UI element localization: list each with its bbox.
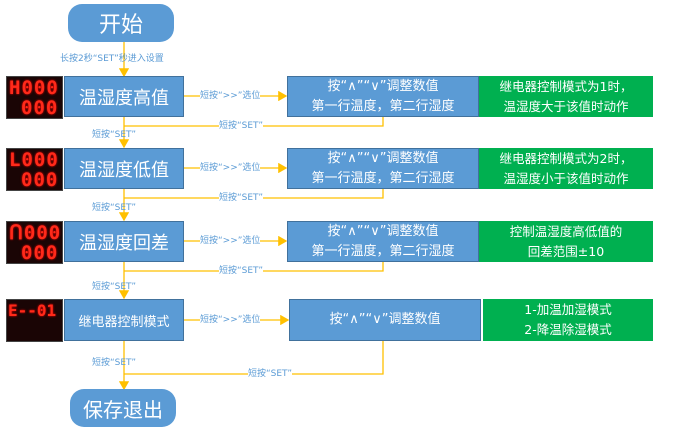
led-display-hysteresis: ᑎ000 000	[6, 221, 63, 264]
label-short-arrow-2: 短按“>>”选位	[200, 163, 261, 174]
finish-terminal: 保存退出	[70, 389, 176, 427]
note-box-relay-mode: 1-加温加湿模式 2-降温除湿模式	[483, 299, 653, 341]
label-short-set-return-4: 短按“SET”	[248, 369, 293, 380]
note-box-hysteresis: 控制温湿度高低值的 回差范围±10	[479, 221, 653, 262]
led-line-1: ᑎ000	[9, 222, 62, 244]
adjust-box-relay-mode: 按“∧”“∨”调整数值	[289, 299, 481, 341]
adjust-line-1: 按“∧”“∨”调整数值	[329, 312, 441, 327]
step-title: 温湿度低值	[79, 159, 169, 181]
note-line-1: 1-加温加湿模式	[524, 302, 612, 317]
led-line-1: L000	[9, 149, 59, 171]
adjust-line-2: 第一行温度，第二行湿度	[311, 170, 455, 186]
start-label: 开始	[98, 13, 143, 38]
led-line-1: E--01	[8, 301, 57, 320]
step-title: 继电器控制模式	[78, 314, 170, 330]
label-short-set-1: 短按“SET”	[92, 130, 137, 140]
adjust-box-low: 按“∧”“∨”调整数值 第一行温度，第二行湿度	[287, 148, 479, 189]
step-title: 温湿度高值	[79, 87, 169, 109]
return-line-1	[124, 117, 384, 127]
label-short-set-3: 短按“SET”	[92, 282, 137, 292]
note-box-low: 继电器控制模式为2时， 温湿度小于该值时动作	[479, 148, 653, 189]
step-hysteresis: 温湿度回差	[64, 221, 184, 262]
step-title: 温湿度回差	[79, 232, 169, 254]
led-display-high: H000 000	[6, 76, 63, 119]
note-line-1: 继电器控制模式为1时，	[499, 78, 633, 94]
adjust-line-1: 按“∧”“∨”调整数值	[327, 150, 439, 166]
adjust-line-2: 第一行温度，第二行湿度	[311, 98, 455, 114]
label-short-set-return-1: 短按“SET”	[219, 121, 264, 132]
note-line-2: 2-降温除湿模式	[524, 322, 612, 337]
label-short-set-4: 短按“SET”	[92, 358, 137, 368]
note-line-2: 温湿度小于该值时动作	[503, 170, 629, 186]
note-line-1: 继电器控制模式为2时，	[499, 150, 633, 166]
led-line-1: H000	[9, 77, 59, 99]
note-line-2: 回差范围±10	[527, 243, 605, 259]
led-line-2: 000	[21, 97, 59, 119]
note-line-2: 温湿度大于该值时动作	[503, 98, 629, 114]
adjust-line-1: 按“∧”“∨”调整数值	[327, 78, 439, 94]
return-line-2	[124, 189, 384, 199]
return-line-3	[124, 262, 384, 272]
label-short-arrow-1: 短按“>>”选位	[200, 91, 261, 102]
label-short-arrow-4: 短按“>>”选位	[200, 315, 261, 326]
note-line-1: 控制温湿度高低值的	[509, 223, 623, 239]
step-low-value: 温湿度低值	[64, 148, 184, 189]
return-line-4	[124, 341, 384, 375]
led-display-relay-mode: E--01	[6, 299, 63, 342]
adjust-box-high: 按“∧”“∨”调整数值 第一行温度，第二行湿度	[287, 76, 479, 117]
step-high-value: 温湿度高值	[64, 76, 184, 117]
led-line-2: 000	[21, 242, 59, 264]
label-short-set-return-3: 短按“SET”	[219, 266, 264, 277]
adjust-line-1: 按“∧”“∨”调整数值	[327, 223, 439, 239]
label-short-set-2: 短按“SET”	[92, 203, 137, 213]
label-short-set-return-2: 短按“SET”	[219, 193, 264, 204]
note-box-high: 继电器控制模式为1时， 温湿度大于该值时动作	[479, 76, 653, 117]
start-terminal: 开始	[68, 4, 174, 42]
step-relay-mode: 继电器控制模式	[64, 299, 184, 341]
label-short-arrow-3: 短按“>>”选位	[200, 236, 261, 247]
led-display-low: L000 000	[6, 148, 63, 191]
finish-label: 保存退出	[83, 397, 163, 422]
led-line-2: 000	[21, 169, 59, 191]
label-hold-set: 长按2秒“SET”秒进入设置	[60, 54, 164, 64]
adjust-box-hysteresis: 按“∧”“∨”调整数值 第一行温度，第二行湿度	[287, 221, 479, 262]
adjust-line-2: 第一行温度，第二行湿度	[311, 243, 455, 259]
